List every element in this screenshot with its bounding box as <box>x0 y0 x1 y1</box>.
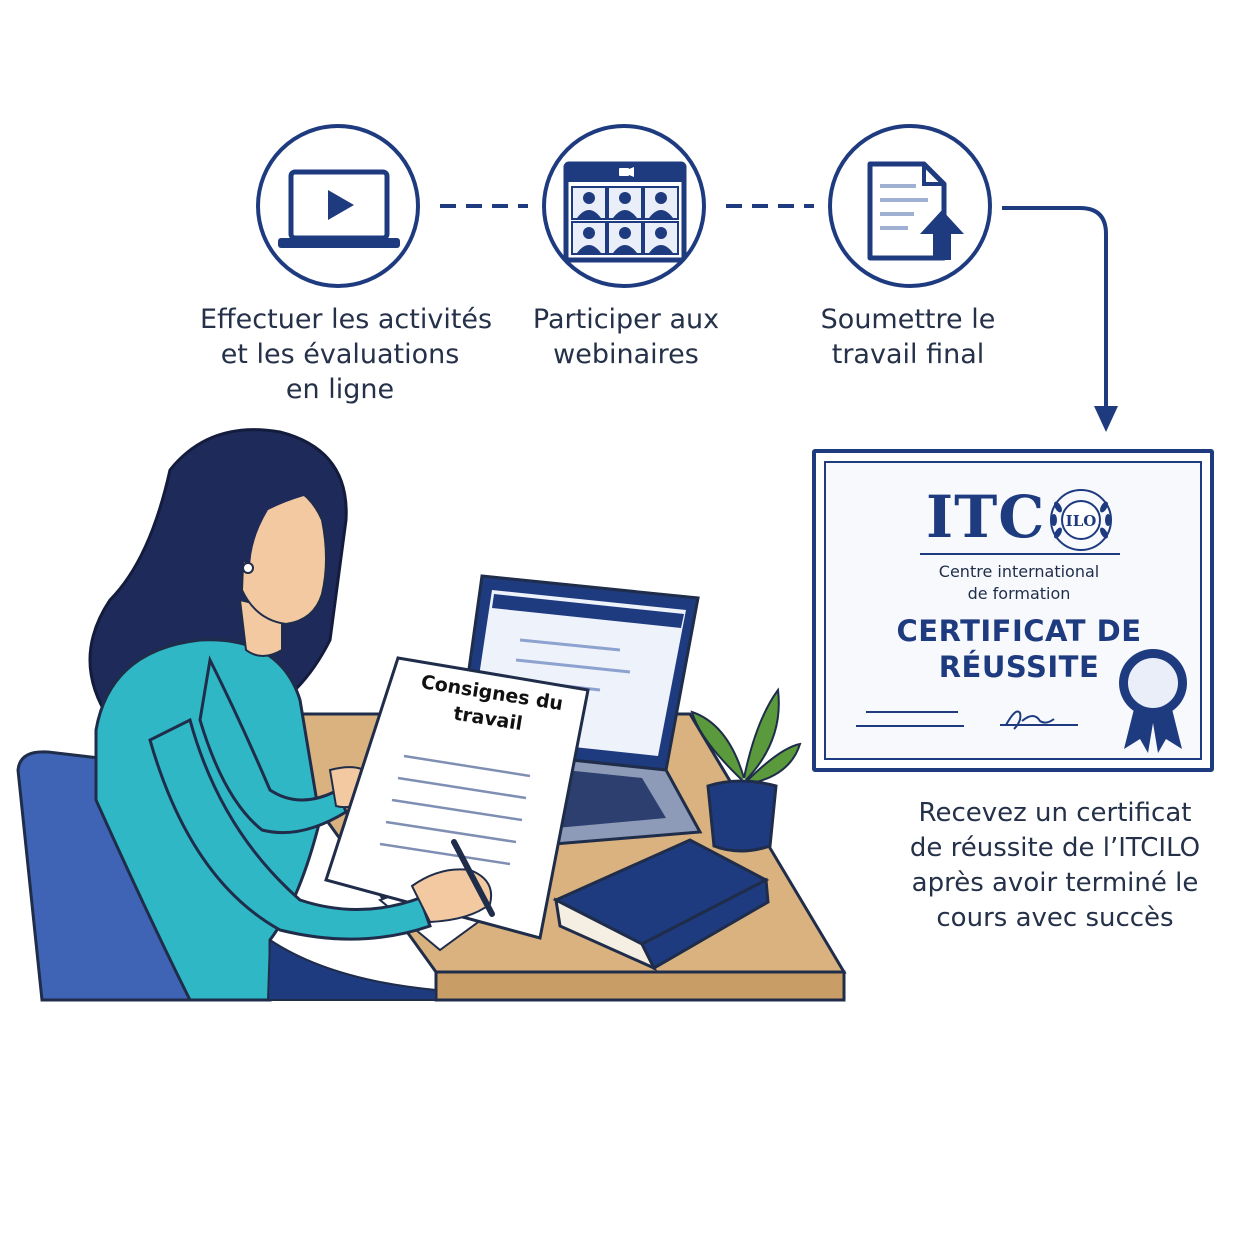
certificate-name-line <box>856 725 964 727</box>
step-1-label: Effectuer les activités et les évaluatio… <box>200 304 493 405</box>
certificate-org-line-2: de formation <box>967 584 1071 603</box>
step-3-circle <box>828 124 992 288</box>
step-2-label: Participer aux webinaires <box>532 304 720 370</box>
certificate-title-line-1: CERTIFICAT DE <box>896 614 1142 648</box>
pen-icon <box>451 839 495 917</box>
arrow-connector-to-certificate <box>1002 206 1118 432</box>
student-desk-illustration <box>16 428 847 1002</box>
step-1-circle <box>256 124 420 288</box>
itc-logo-text: ITC <box>926 483 1046 551</box>
certificate-org-line-1: Centre international <box>938 562 1100 581</box>
writing-arm <box>148 717 495 941</box>
book <box>552 838 770 972</box>
certificate-date-line <box>866 711 958 713</box>
certificate-logo-underline <box>920 553 1120 555</box>
ilo-emblem-text: ILO <box>1066 512 1097 530</box>
certificate-inner-border: ITC ILO Centre international de formatio… <box>824 461 1202 760</box>
step-3-label: Soumettre le travail final <box>820 304 996 370</box>
award-rosette-icon <box>1119 649 1187 753</box>
signature-icon <box>1000 710 1078 730</box>
certificate-title-line-2: RÉUSSITE <box>938 650 1100 684</box>
document-upload-icon <box>867 161 964 261</box>
step-2-circle <box>542 124 706 288</box>
plant <box>690 687 802 853</box>
instructions-sheet <box>324 656 590 940</box>
certificate-caption: Recevez un certificat de réussite de l’I… <box>909 798 1201 933</box>
dashed-connector-1 <box>440 204 528 208</box>
laptop-play-icon <box>278 169 400 248</box>
certificate-card: ITC ILO Centre international de formatio… <box>812 449 1214 772</box>
video-conference-grid-icon <box>563 161 687 263</box>
dashed-connector-2 <box>726 204 814 208</box>
ilo-emblem-icon: ILO <box>1050 489 1112 551</box>
